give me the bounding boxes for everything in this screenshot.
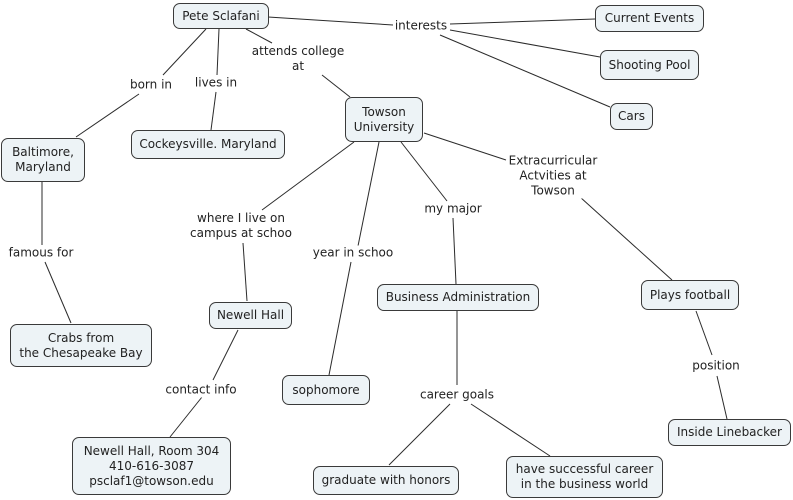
concept-shooting-pool[interactable]: Shooting Pool: [600, 50, 699, 80]
link-born-baltimore: [75, 93, 140, 138]
link-position-linebacker: [716, 375, 728, 420]
link-pete-attends: [245, 28, 273, 44]
link-goals-honors: [388, 403, 451, 466]
link-label-year-in-school[interactable]: year in schoo: [311, 245, 395, 261]
concept-successful-career[interactable]: have successful career in the business w…: [506, 456, 663, 498]
concept-towson-university[interactable]: Towson University: [345, 97, 423, 142]
link-contact-info: [169, 396, 203, 438]
link-label-career-goals[interactable]: career goals: [418, 387, 496, 403]
concept-current-events[interactable]: Current Events: [595, 5, 704, 32]
link-goals-career: [470, 403, 551, 457]
link-label-interests[interactable]: interests: [393, 18, 449, 34]
link-extra-football: [579, 196, 673, 281]
link-label-position[interactable]: position: [691, 358, 741, 374]
link-where-newell: [242, 242, 248, 302]
concept-contact-details[interactable]: Newell Hall, Room 304 410-616-3087 pscla…: [72, 437, 231, 495]
link-interests-current-events: [449, 18, 596, 25]
link-towson-year: [357, 141, 380, 247]
concept-newell-hall[interactable]: Newell Hall: [209, 302, 292, 329]
link-label-lives-in[interactable]: lives in: [193, 75, 239, 91]
link-label-where-live[interactable]: where I live on campus at schoo: [189, 211, 293, 241]
link-towson-extra: [423, 132, 507, 161]
link-famous-crabs: [44, 261, 72, 324]
concept-sophomore[interactable]: sophomore: [282, 375, 370, 405]
link-towson-major: [400, 141, 448, 202]
link-lives-cockeysville: [210, 91, 217, 131]
concept-plays-football[interactable]: Plays football: [641, 280, 739, 310]
link-attends-towson: [321, 74, 351, 98]
link-label-famous-for[interactable]: famous for: [7, 245, 75, 261]
link-interests-shooting-pool: [449, 29, 601, 58]
concept-inside-linebacker[interactable]: Inside Linebacker: [668, 419, 791, 446]
link-pete-interests: [267, 16, 394, 26]
link-towson-where: [261, 141, 355, 211]
concept-cars[interactable]: Cars: [610, 103, 653, 130]
link-newell-contact: [212, 329, 239, 381]
link-pete-born: [162, 28, 207, 76]
link-pete-lives: [216, 28, 220, 76]
link-label-born-in[interactable]: born in: [128, 77, 174, 93]
link-major-business: [452, 217, 457, 285]
concept-graduate-honors[interactable]: graduate with honors: [313, 466, 459, 495]
concept-pete-sclafani[interactable]: Pete Sclafani: [173, 3, 269, 29]
link-interests-cars: [439, 34, 611, 108]
link-label-contact-info[interactable]: contact info: [164, 382, 238, 398]
link-label-attends-college[interactable]: attends college at: [250, 44, 346, 74]
link-year-sophomore: [328, 261, 352, 376]
concept-baltimore-maryland[interactable]: Baltimore, Maryland: [1, 138, 85, 182]
link-football-position: [695, 310, 713, 356]
link-label-extracurricular[interactable]: Extracurricular Actvities at Towson: [507, 153, 599, 199]
concept-crabs-chesapeake[interactable]: Crabs from the Chesapeake Bay: [10, 324, 152, 367]
concept-cockeysville-maryland[interactable]: Cockeysville. Maryland: [131, 130, 285, 159]
link-label-my-major[interactable]: my major: [423, 201, 483, 217]
concept-business-administration[interactable]: Business Administration: [377, 284, 539, 311]
